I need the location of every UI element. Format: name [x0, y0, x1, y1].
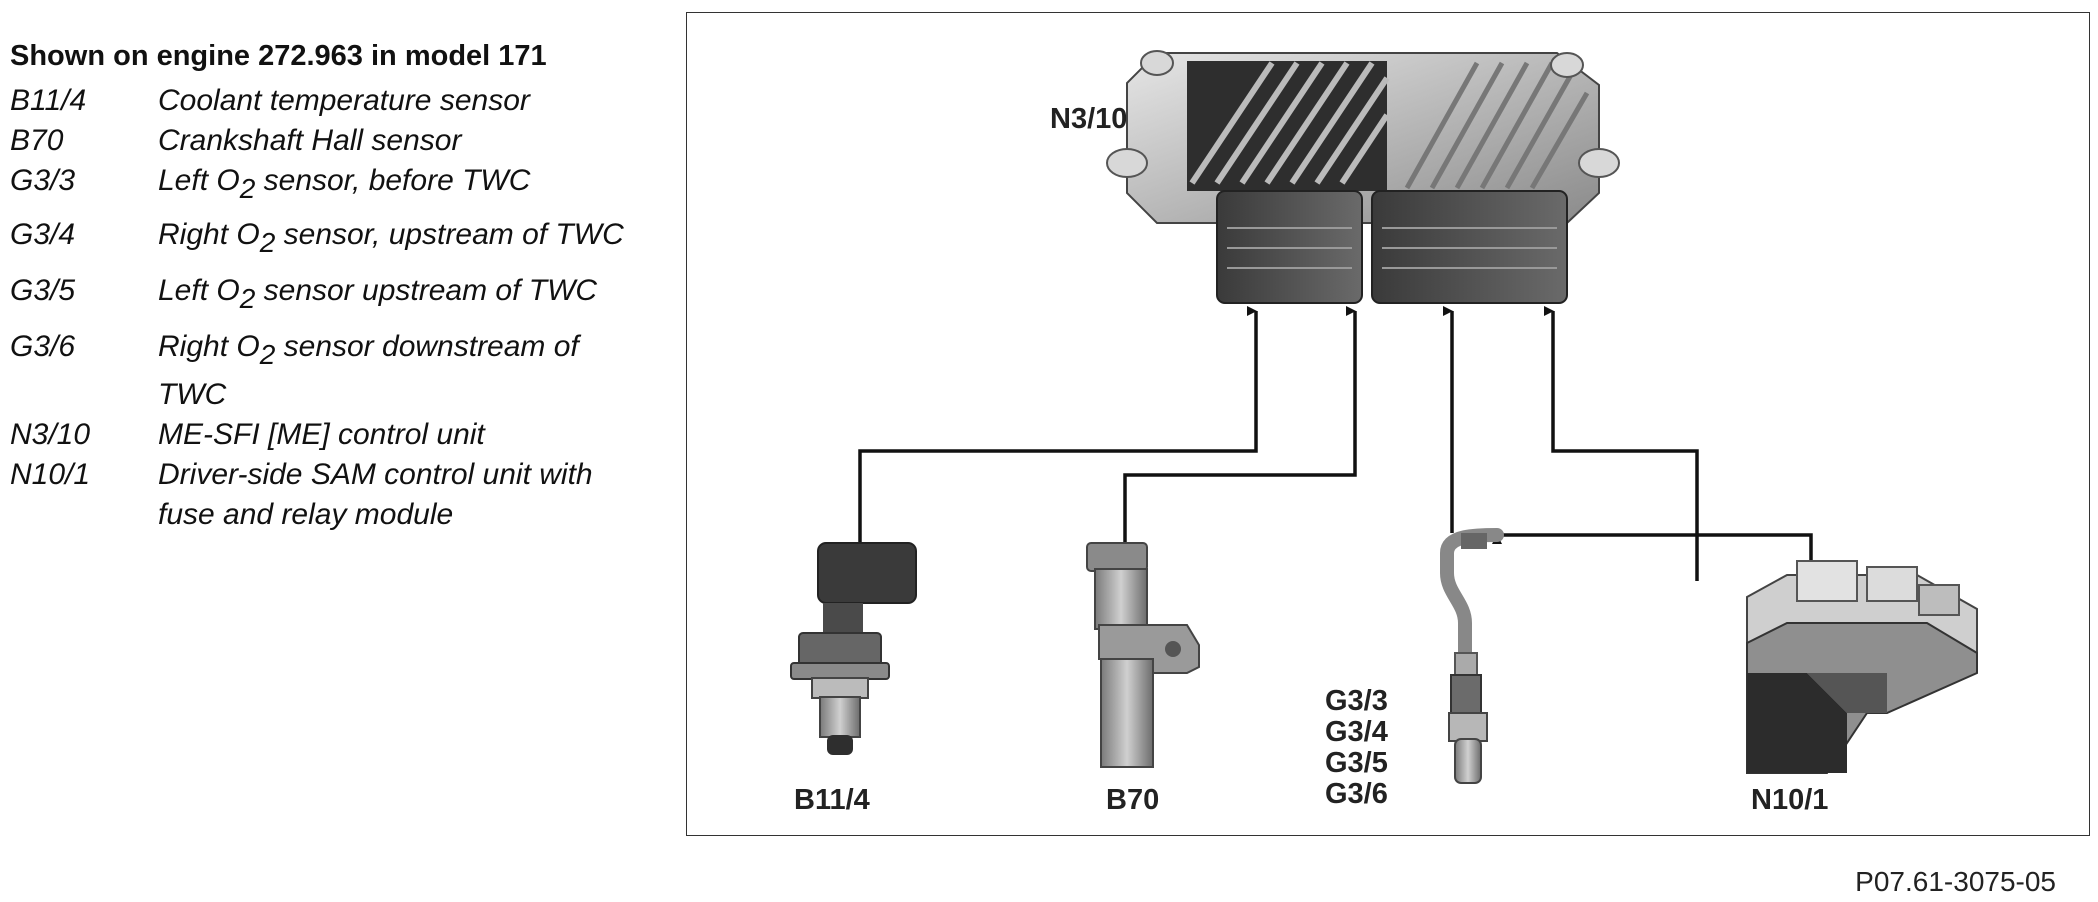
wire-sam-ecu — [1544, 306, 1699, 581]
legend-code: B70 — [10, 124, 64, 157]
legend-desc: Crankshaft Hall sensor — [158, 124, 462, 157]
coolant-sensor-b11-4 — [790, 542, 917, 755]
sam-control-unit — [1746, 560, 1978, 774]
legend-row-g3-3: G3/3 Left O2 sensor, before TWC — [8, 161, 668, 209]
wires — [858, 306, 1813, 581]
legend-desc: Coolant temperature sensor — [158, 84, 530, 117]
legend-row-b70: B70 Crankshaft Hall sensor — [8, 121, 668, 161]
legend-row-g3-6: G3/6 Right O2 sensor downstream of TWC — [8, 327, 668, 415]
legend-row-n3-10: N3/10 ME-SFI [ME] control unit — [8, 415, 668, 455]
o2-label-g3-6: G3/6 — [1325, 778, 1388, 810]
figure-reference: P07.61-3075-05 — [1855, 866, 2056, 897]
wiring-diagram: N3/10 B11/4 B70 — [686, 12, 2090, 836]
legend-desc-pre: Right O — [158, 330, 260, 363]
wire-crank — [1123, 306, 1357, 547]
legend-rows: B11/4 Coolant temperature sensor B70 Cra… — [8, 81, 668, 535]
o2-label-g3-3: G3/3 — [1325, 685, 1388, 717]
legend-desc-line1: Driver-side SAM control unit with — [158, 458, 593, 491]
crankshaft-sensor-b70 — [1086, 542, 1200, 768]
legend-code: G3/6 — [10, 330, 76, 363]
legend-desc-post: sensor, upstream of TWC — [275, 218, 624, 251]
legend-desc-line2: fuse and relay module — [158, 498, 454, 531]
legend-code: N10/1 — [10, 458, 91, 491]
legend-title: Shown on engine 272.963 in model 171 — [10, 40, 547, 72]
legend-row-b11-4: B11/4 Coolant temperature sensor — [8, 81, 668, 121]
legend-desc-post: sensor downstream of — [275, 330, 579, 363]
legend-desc-pre: Right O — [158, 218, 260, 251]
legend-desc-sub: 2 — [239, 283, 256, 314]
crank-label: B70 — [1106, 784, 1159, 816]
legend-desc: Right O2 sensor downstream of TWC — [158, 327, 668, 415]
legend-desc: Left O2 sensor upstream of TWC — [158, 271, 668, 319]
legend-desc-sub: 2 — [239, 173, 256, 204]
legend-desc: Driver-side SAM control unit with fuse an… — [158, 455, 668, 535]
legend-row-n10-1: N10/1 Driver-side SAM control unit with f… — [8, 455, 668, 535]
o2-label-g3-5: G3/5 — [1325, 747, 1388, 779]
legend-code: N3/10 — [10, 418, 91, 451]
legend-desc-line2: TWC — [158, 378, 227, 411]
legend-desc-post: sensor upstream of TWC — [255, 274, 598, 307]
legend-code: B11/4 — [10, 84, 87, 117]
o2-label-g3-4: G3/4 — [1325, 716, 1388, 748]
legend-desc-pre: Left O — [158, 274, 240, 307]
diagram-canvas: N3/10 B11/4 B70 — [790, 50, 1978, 816]
wire-coolant — [858, 306, 1258, 547]
legend-desc-sub: 2 — [259, 227, 276, 258]
legend-code: G3/5 — [10, 274, 76, 307]
wire-sam-o2 — [1492, 533, 1813, 581]
ecu-control-unit — [1106, 50, 1620, 304]
coolant-label: B11/4 — [794, 784, 870, 816]
legend-desc: ME-SFI [ME] control unit — [158, 418, 485, 451]
legend-desc: Right O2 sensor, upstream of TWC — [158, 215, 668, 263]
legend-code: G3/3 — [10, 164, 76, 197]
legend-desc-post: sensor, before TWC — [255, 164, 531, 197]
legend-desc-pre: Left O — [158, 164, 240, 197]
legend-row-g3-4: G3/4 Right O2 sensor, upstream of TWC — [8, 215, 668, 263]
sam-label: N10/1 — [1751, 784, 1828, 816]
legend-desc-sub: 2 — [259, 339, 276, 370]
ecu-label: N3/10 — [1050, 103, 1127, 135]
legend-code: G3/4 — [10, 218, 76, 251]
legend: Shown on engine 272.963 in model 171 B11… — [8, 36, 668, 535]
oxygen-sensor — [1440, 528, 1504, 784]
legend-row-g3-5: G3/5 Left O2 sensor upstream of TWC — [8, 271, 668, 319]
legend-desc: Left O2 sensor, before TWC — [158, 161, 668, 209]
